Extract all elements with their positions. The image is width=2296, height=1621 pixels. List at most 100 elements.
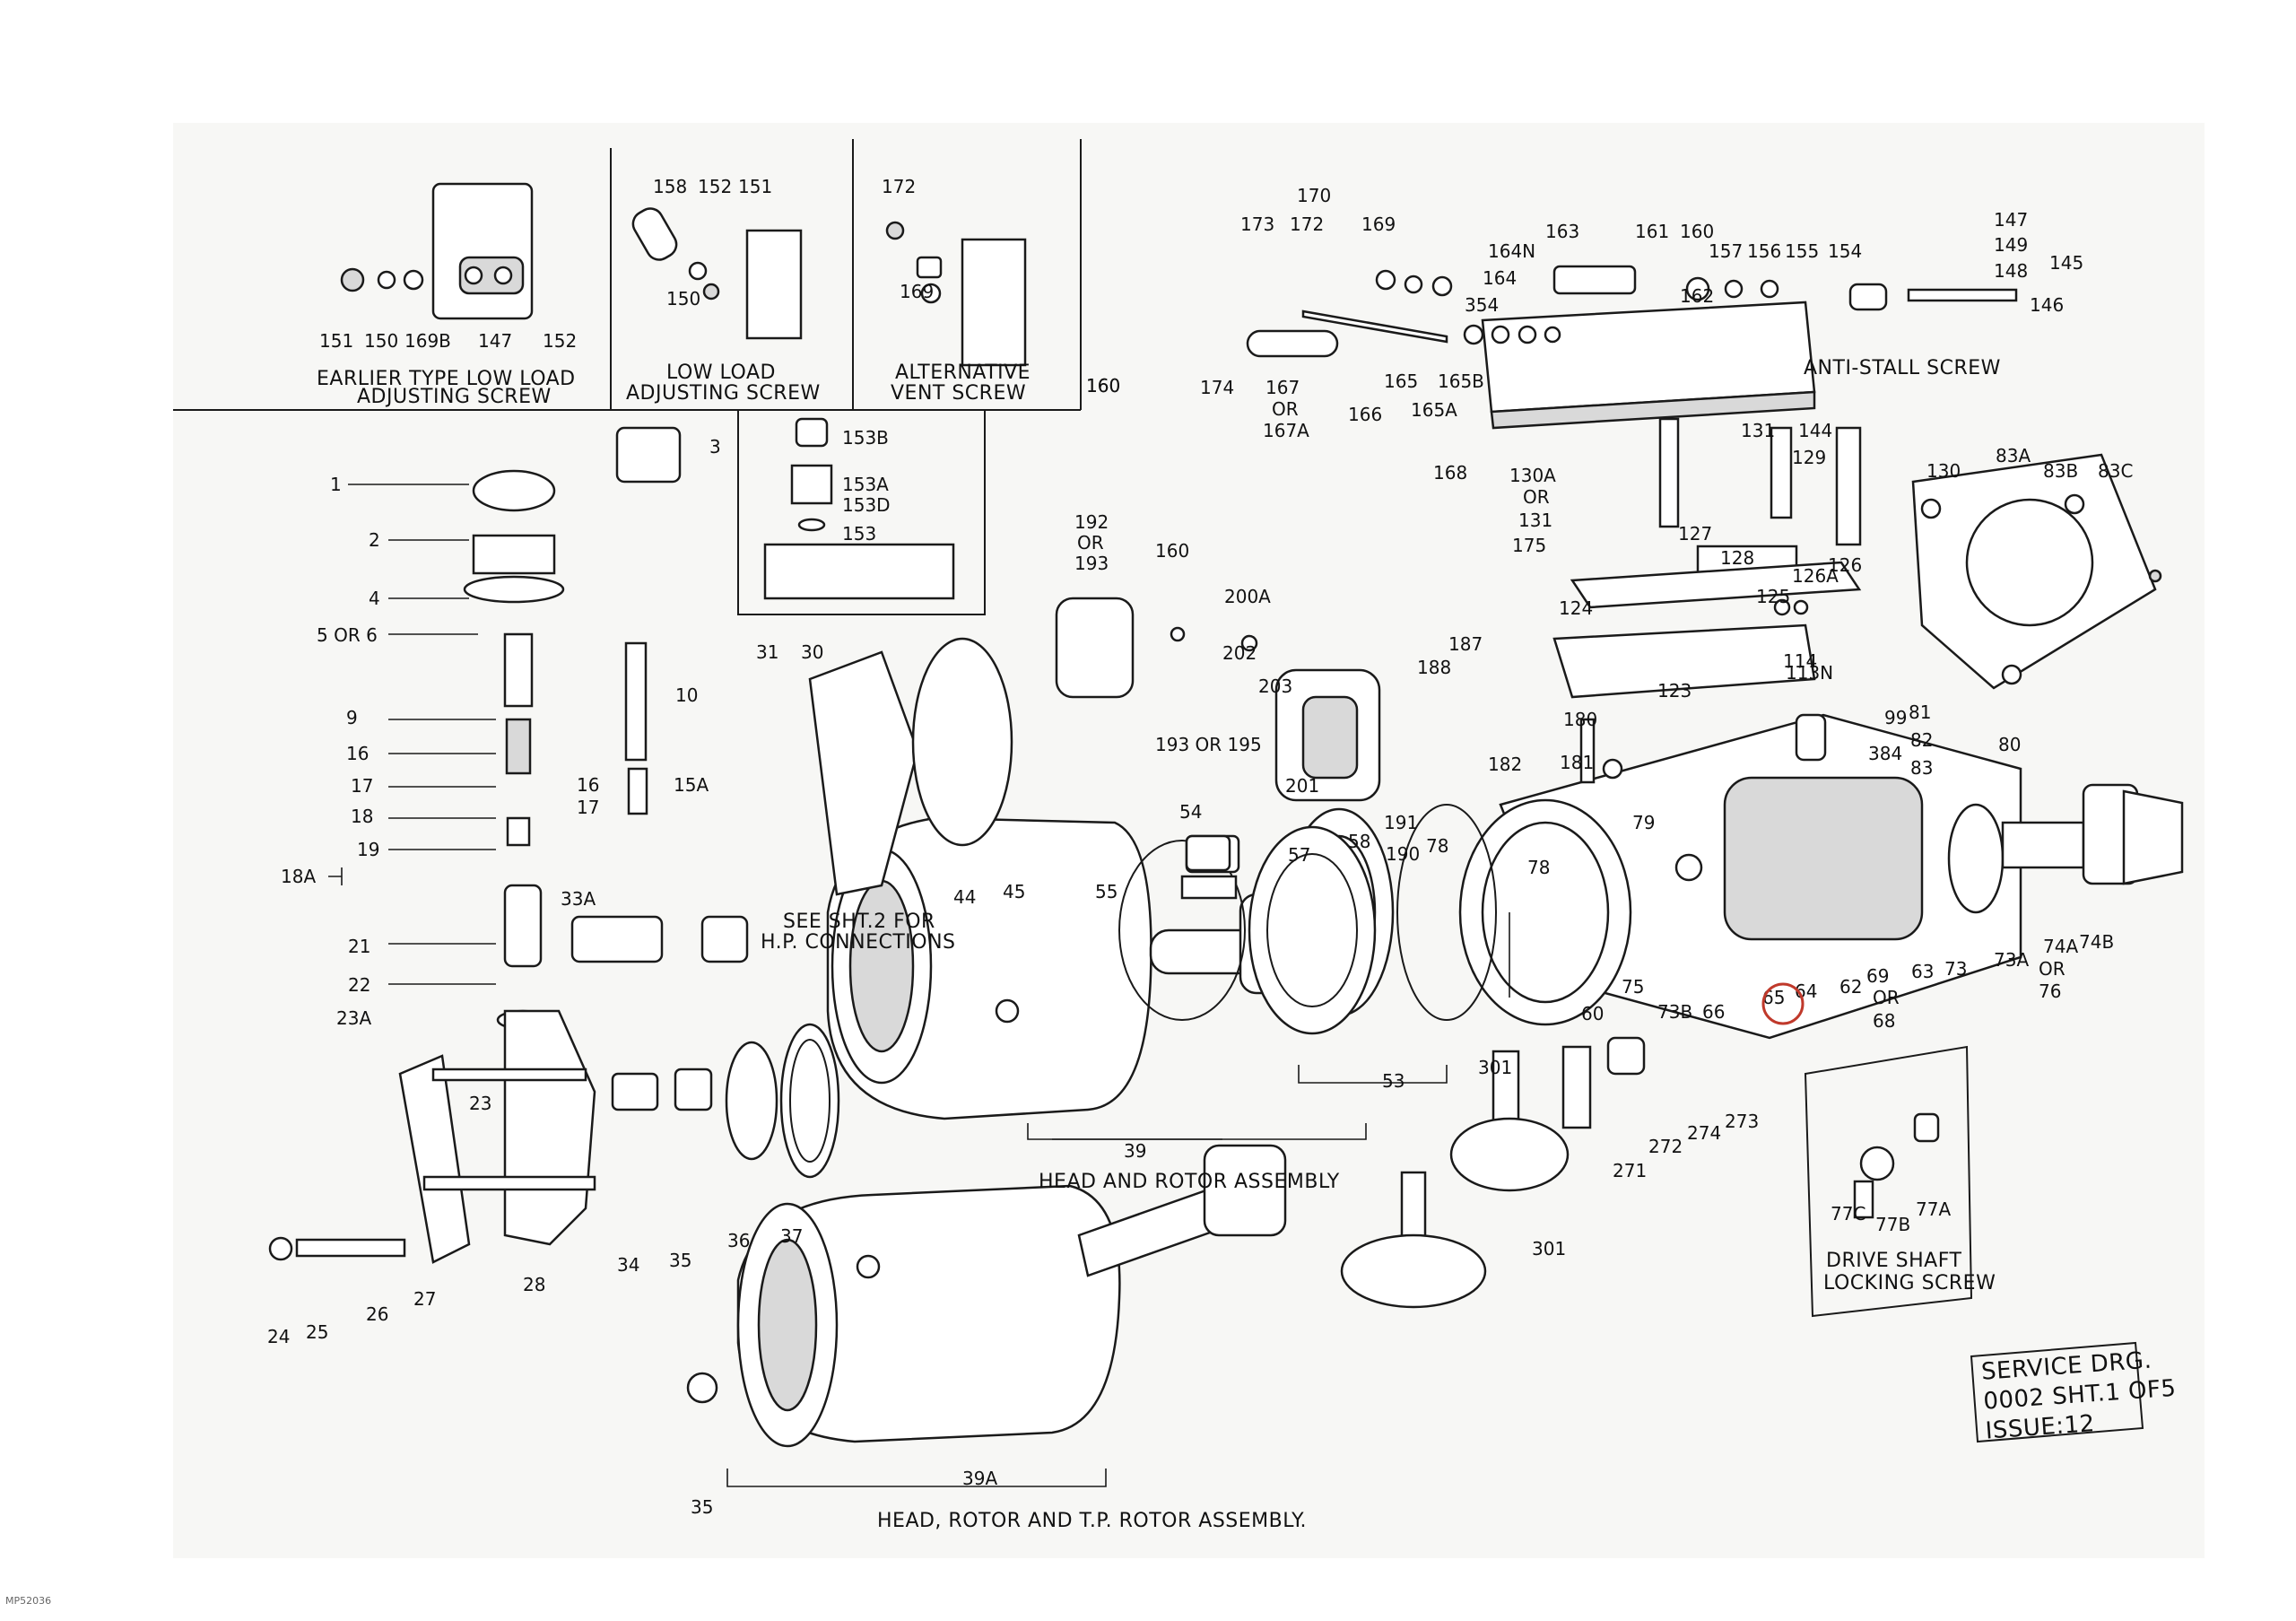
part-label: 73 bbox=[1944, 958, 1967, 980]
part-label: 33A bbox=[561, 888, 596, 910]
caption-see-sht2: SEE SHT.2 FOR bbox=[783, 911, 935, 933]
head-rotor-assembly bbox=[826, 816, 1323, 1120]
part-number-labels: 151 150 169B 147 152 158 152 151 150 172… bbox=[267, 176, 2133, 1518]
part-label: 152 bbox=[698, 176, 732, 197]
part-label: 10 bbox=[675, 684, 698, 706]
part-label: 78 bbox=[1426, 835, 1448, 857]
drawing-sheet: 151 150 169B 147 152 158 152 151 150 172… bbox=[173, 123, 2205, 1558]
part-label: 167A bbox=[1263, 420, 1309, 441]
part-label: 44 bbox=[953, 886, 976, 908]
part-label: 354 bbox=[1465, 294, 1499, 316]
part-label: 201 bbox=[1285, 775, 1319, 797]
inset-title-low-load: ADJUSTING SCREW bbox=[626, 382, 821, 405]
part-label: 147 bbox=[478, 330, 512, 352]
part-label: 99 bbox=[1884, 707, 1907, 728]
part-label: 190 bbox=[1386, 843, 1420, 865]
part-label: 79 bbox=[1632, 812, 1655, 833]
part-label: 166 bbox=[1348, 404, 1382, 425]
part-label: 165B bbox=[1438, 370, 1484, 392]
part-label: 83B bbox=[2043, 460, 2078, 482]
part-label: 202 bbox=[1222, 642, 1257, 664]
part-label: 66 bbox=[1702, 1001, 1725, 1023]
captions: ANTI-STALL SCREW SEE SHT.2 FOR H.P. CONN… bbox=[761, 357, 2000, 1532]
part-label: 65 bbox=[1762, 987, 1785, 1008]
part-label: 36 bbox=[727, 1230, 750, 1251]
part-label: OR bbox=[1272, 398, 1299, 420]
part-label: 157 bbox=[1709, 240, 1743, 262]
part-label: 158 bbox=[653, 176, 687, 197]
part-label: 83 bbox=[1910, 757, 1933, 779]
part-label: 3 bbox=[709, 436, 721, 458]
part-label: 129 bbox=[1792, 447, 1826, 468]
part-label: 126A bbox=[1792, 565, 1839, 587]
caption-head-rotor: HEAD AND ROTOR ASSEMBLY bbox=[1039, 1171, 1340, 1193]
part-label: 151 bbox=[319, 330, 353, 352]
inset-title-drive-shaft: DRIVE SHAFT bbox=[1826, 1250, 1961, 1272]
exploded-parts-diagram: 151 150 169B 147 152 158 152 151 150 172… bbox=[173, 139, 2184, 1532]
inset-title-low-load: LOW LOAD bbox=[666, 362, 776, 384]
part-label: 5 OR 6 bbox=[317, 624, 378, 646]
part-label: 150 bbox=[666, 288, 700, 309]
part-label: 57 bbox=[1288, 844, 1310, 866]
part-label: 154 bbox=[1828, 240, 1862, 262]
part-label: OR bbox=[1077, 532, 1104, 553]
parts-153-series bbox=[763, 417, 955, 600]
part-label: 160 bbox=[1155, 540, 1189, 562]
governor-cover bbox=[1246, 265, 2018, 430]
part-label: 274 bbox=[1687, 1122, 1721, 1144]
part-label: 126 bbox=[1828, 554, 1862, 576]
part-label: 30 bbox=[801, 641, 823, 663]
part-label: 203 bbox=[1258, 675, 1292, 697]
part-label: 31 bbox=[756, 641, 778, 663]
part-label: 4 bbox=[369, 588, 380, 609]
part-label: 175 bbox=[1512, 535, 1546, 556]
part-label: 153A bbox=[842, 474, 889, 495]
part-label: 68 bbox=[1873, 1010, 1895, 1032]
part-label: 165 bbox=[1384, 370, 1418, 392]
drawing-block-line: ISSUE:12 bbox=[1985, 1410, 2096, 1444]
part-label: 16 bbox=[346, 743, 369, 764]
drawing-title-block bbox=[1970, 1341, 2144, 1443]
part-label: 272 bbox=[1648, 1136, 1683, 1157]
part-label: 28 bbox=[523, 1274, 545, 1295]
part-label: 165A bbox=[1411, 399, 1457, 421]
part-label: 172 bbox=[882, 176, 916, 197]
part-label: 128 bbox=[1720, 547, 1754, 569]
part-label: 150 bbox=[364, 330, 398, 352]
part-label: 76 bbox=[2039, 980, 2061, 1002]
part-label: 114 bbox=[1783, 650, 1817, 672]
drive-shaft-inset bbox=[1804, 1045, 1973, 1318]
part-label: 27 bbox=[413, 1288, 436, 1310]
part-label: 153 bbox=[842, 523, 876, 545]
highlight-circle-65 bbox=[1761, 982, 1805, 1025]
part-label: 26 bbox=[366, 1303, 388, 1325]
left-column-parts bbox=[463, 426, 682, 1089]
inset-title-vent: VENT SCREW bbox=[891, 382, 1026, 405]
part-label: 19 bbox=[357, 839, 379, 860]
part-label: 187 bbox=[1448, 633, 1483, 655]
inset-title-earlier: ADJUSTING SCREW bbox=[357, 386, 552, 408]
part-label: 15A bbox=[674, 774, 709, 796]
pump-body-assembly bbox=[1458, 713, 2184, 1040]
part-label: 149 bbox=[1994, 234, 2028, 256]
part-label: 301 bbox=[1532, 1238, 1566, 1259]
drawing-block-text: SERVICE DRG. 0002 SHT.1 OF5 ISSUE:12 bbox=[1980, 1347, 2177, 1445]
transfer-pump-housing bbox=[268, 1009, 596, 1264]
part-label: 130 bbox=[1926, 460, 1961, 482]
part-label: 271 bbox=[1613, 1160, 1647, 1181]
part-label: 151 bbox=[738, 176, 772, 197]
part-label: 200A bbox=[1224, 586, 1271, 607]
earlier-type-adjusting-screw bbox=[340, 182, 534, 320]
part-label: 153B bbox=[842, 427, 889, 449]
caption-head-rotor-tp: HEAD, ROTOR AND T.P. ROTOR ASSEMBLY. bbox=[877, 1510, 1307, 1532]
part-label: 155 bbox=[1785, 240, 1819, 262]
part-label: 45 bbox=[1003, 881, 1025, 902]
part-label: 164 bbox=[1483, 267, 1517, 289]
part-label: 83C bbox=[2098, 460, 2133, 482]
part-label: 69 bbox=[1866, 965, 1889, 987]
part-label: 34 bbox=[617, 1254, 639, 1276]
part-label: 22 bbox=[348, 974, 370, 996]
part-label: 63 bbox=[1911, 961, 1934, 982]
part-label: 81 bbox=[1909, 702, 1931, 723]
part-label: 131 bbox=[1741, 420, 1775, 441]
